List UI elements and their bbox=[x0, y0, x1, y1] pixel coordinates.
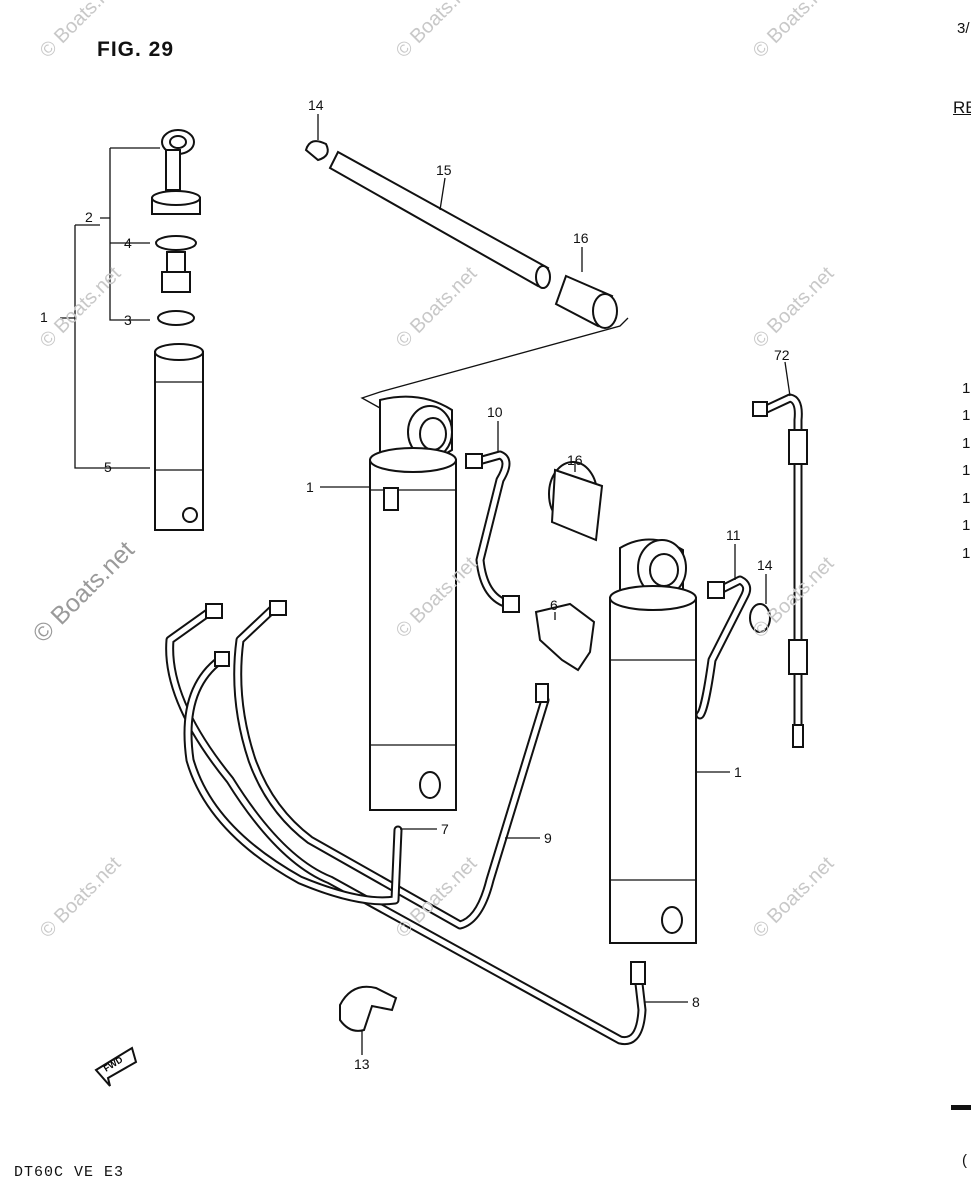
callout-1-right: 1 bbox=[734, 764, 742, 780]
leader-lines bbox=[317, 114, 791, 1055]
callout-numbers: 1 2 4 3 5 14 15 16 72 10 1 16 11 14 6 1 … bbox=[40, 97, 790, 1072]
edge-digit: 1 bbox=[962, 435, 971, 452]
clamp-13 bbox=[339, 985, 398, 1032]
callout-1-top: 1 bbox=[40, 309, 48, 325]
tilt-cylinder-left bbox=[369, 395, 457, 811]
edge-top-right: 3/ bbox=[957, 20, 970, 37]
model-code: DT60C VE E3 bbox=[14, 1164, 125, 1181]
bracket-6 bbox=[534, 602, 596, 672]
callout-4: 4 bbox=[124, 235, 132, 251]
edge-digit: 1 bbox=[962, 517, 971, 534]
callout-2: 2 bbox=[85, 209, 93, 225]
callout-14-top: 14 bbox=[308, 97, 324, 113]
edge-digit: 1 bbox=[962, 407, 971, 424]
callout-13: 13 bbox=[354, 1056, 370, 1072]
callout-14-mid: 14 bbox=[757, 557, 773, 573]
callout-8: 8 bbox=[692, 994, 700, 1010]
clip-14-top bbox=[304, 140, 329, 162]
callout-7: 7 bbox=[441, 821, 449, 837]
callout-15: 15 bbox=[436, 162, 452, 178]
tilt-cylinder-right bbox=[548, 461, 697, 944]
edge-digit: 1 bbox=[962, 545, 971, 562]
bushing-16-top bbox=[554, 274, 618, 329]
clip-14-mid bbox=[749, 603, 771, 633]
figure-title: FIG. 29 bbox=[97, 38, 175, 61]
hydraulic-pipes bbox=[165, 393, 808, 1046]
callout-9: 9 bbox=[544, 830, 552, 846]
edge-dash bbox=[951, 1105, 971, 1110]
callout-11: 11 bbox=[726, 527, 741, 543]
callout-1-left: 1 bbox=[306, 479, 314, 495]
fittings bbox=[205, 401, 768, 985]
tilt-rod-assembly bbox=[60, 129, 204, 531]
callout-3: 3 bbox=[124, 312, 132, 328]
edge-digit: 1 bbox=[962, 490, 971, 507]
callout-6: 6 bbox=[550, 597, 558, 613]
edge-digit: 1 bbox=[962, 380, 971, 397]
callout-5: 5 bbox=[104, 459, 112, 475]
callout-10: 10 bbox=[487, 404, 503, 420]
pin-15 bbox=[308, 143, 551, 289]
edge-ref-label: RE bbox=[953, 98, 971, 117]
fwd-arrow-icon: FWD bbox=[94, 1046, 138, 1087]
callout-72: 72 bbox=[774, 347, 790, 363]
edge-bottom-right: ( bbox=[962, 1152, 967, 1169]
callout-16-top: 16 bbox=[573, 230, 589, 246]
callout-16-mid: 16 bbox=[567, 452, 583, 468]
edge-digit: 1 bbox=[962, 462, 971, 479]
